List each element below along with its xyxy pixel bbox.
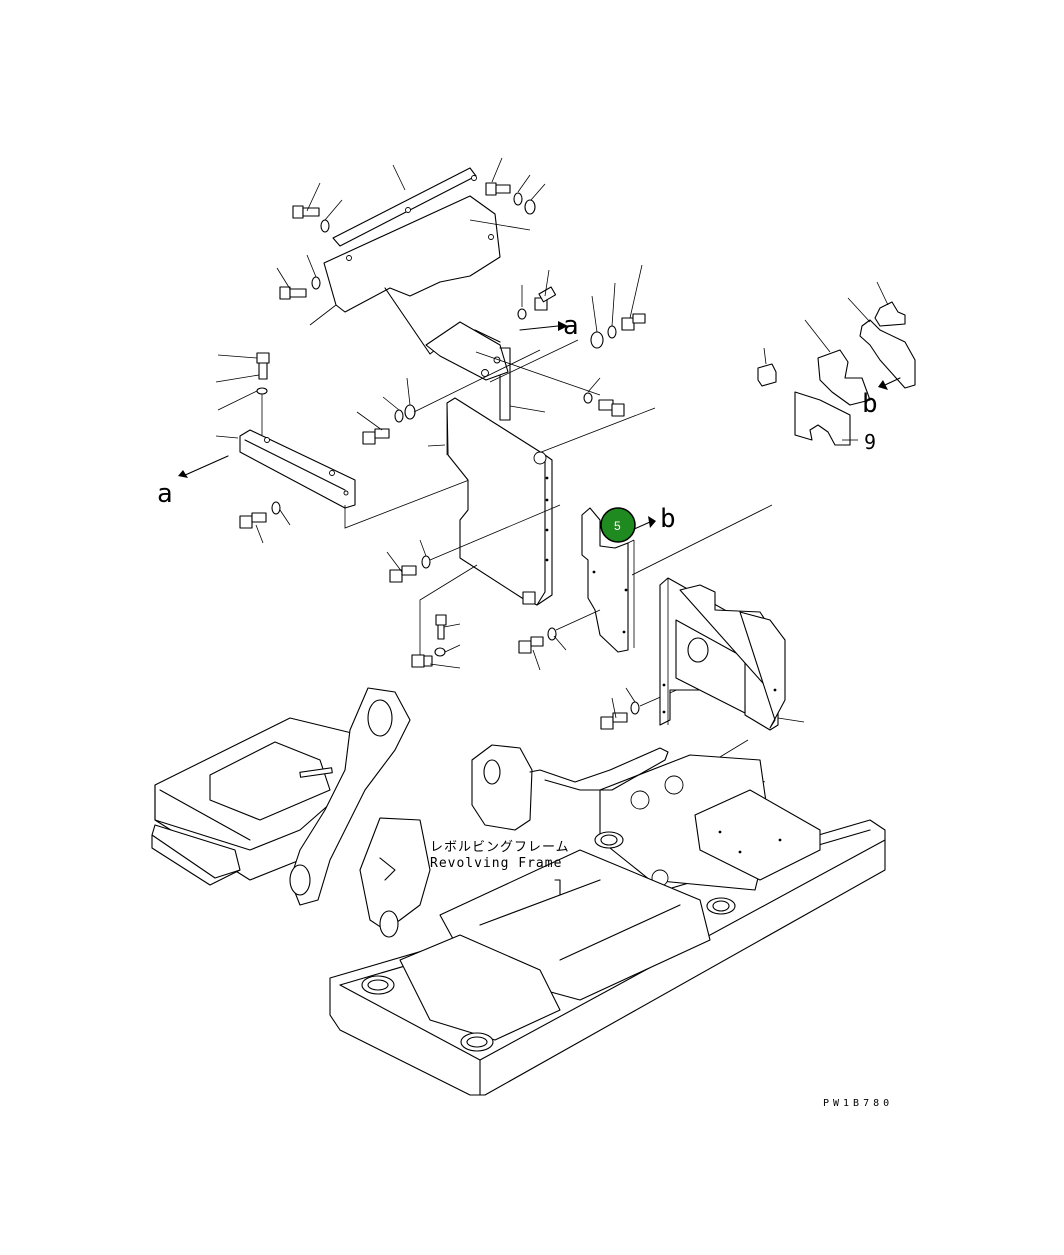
bolt-set-top-right xyxy=(469,157,546,231)
reference-labels: a a b b 9 レボルビングフレーム Revolving Frame PW1… xyxy=(157,311,893,1109)
revolving-frame xyxy=(151,687,886,1096)
callout-marker[interactable] xyxy=(600,507,636,543)
ref-label-b-lower: b xyxy=(660,504,676,534)
left-bracket-bar xyxy=(178,352,656,529)
callout-part-5[interactable]: 5 xyxy=(600,507,636,543)
bolt-set-left-lower xyxy=(239,349,541,544)
right-upright-frame xyxy=(659,577,805,731)
top-bracket-plate xyxy=(323,167,511,421)
plate-part-5 xyxy=(581,504,773,653)
upper-right-parts xyxy=(757,281,916,446)
part-number-9: 9 xyxy=(864,430,876,454)
bolt-set-center-lower xyxy=(386,504,561,669)
bolt-set-center xyxy=(475,264,646,417)
bolt-set-top-left xyxy=(276,164,406,326)
drawing-code: PW1B780 xyxy=(823,1098,893,1109)
ref-label-a-left: a xyxy=(157,479,173,509)
ref-label-a-right: a xyxy=(563,311,579,341)
center-cover-plate xyxy=(419,397,553,655)
frame-label-jp: レボルビングフレーム xyxy=(430,840,570,855)
frame-label-en: Revolving Frame xyxy=(430,856,562,871)
ref-label-b-upper: b xyxy=(862,389,878,419)
callout-number: 5 xyxy=(614,519,621,533)
